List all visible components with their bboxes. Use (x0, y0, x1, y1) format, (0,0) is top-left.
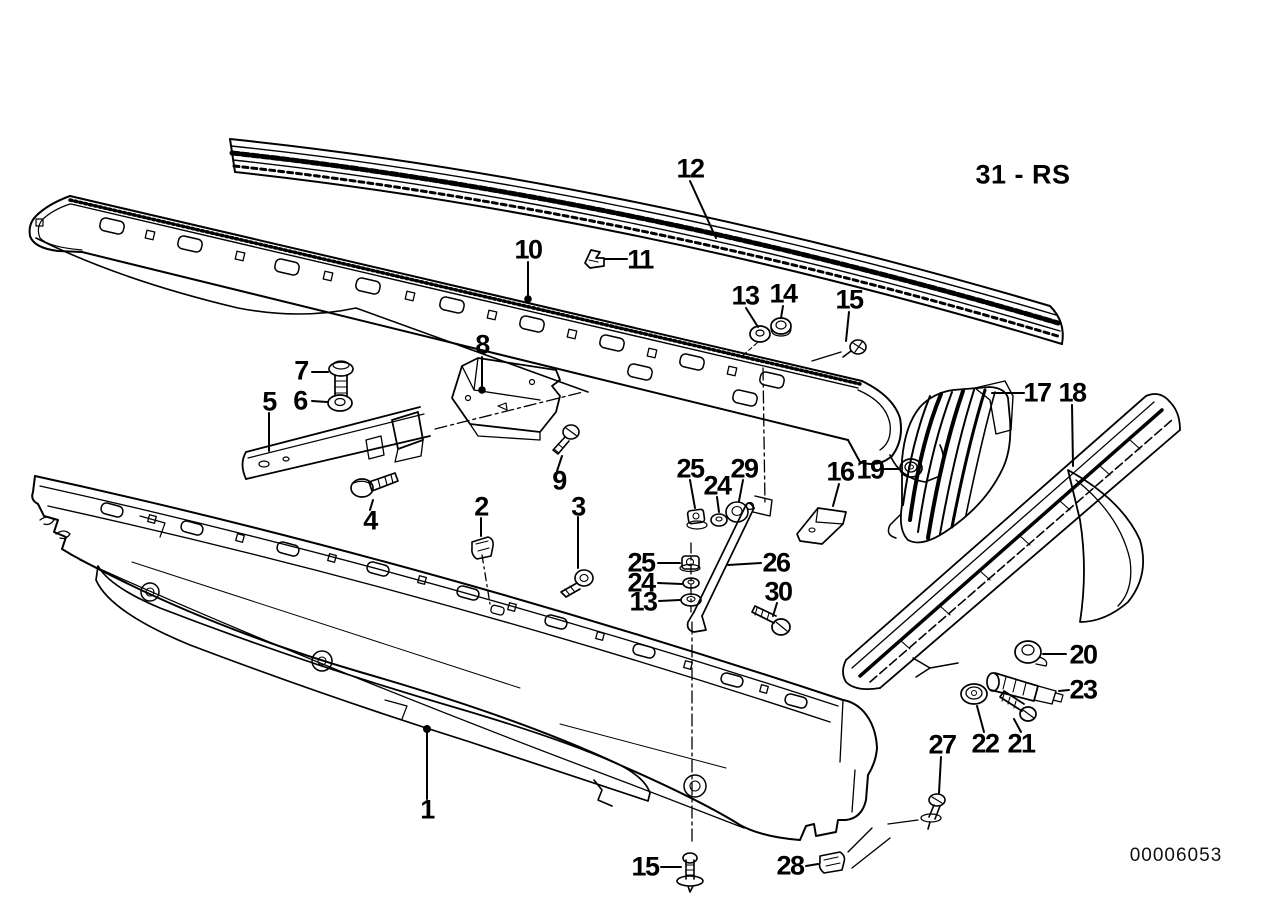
part-28-clip-drawing (818, 827, 891, 874)
part-29-ring-drawing (725, 501, 749, 523)
part-3-screw-drawing (560, 569, 594, 598)
part-2-clip-drawing (471, 536, 494, 560)
series-code-label: 31 - RS (975, 159, 1071, 190)
assembly-direction-marks (912, 657, 959, 678)
callout-25-upper[interactable]: 25 (676, 453, 705, 484)
callout-22[interactable]: 22 (971, 728, 1000, 759)
callout-10[interactable]: 10 (514, 234, 543, 265)
callout-7[interactable]: 7 (294, 355, 309, 386)
construction-lines (434, 367, 766, 846)
part-25-left-nut-drawing (679, 555, 701, 573)
part-13-washer-drawing (749, 325, 771, 343)
callout-27[interactable]: 27 (928, 729, 957, 760)
callout-17[interactable]: 17 (1023, 377, 1052, 408)
callout-11[interactable]: 11 (627, 244, 654, 275)
part-23-lamp-socket-drawing (986, 672, 1064, 705)
callout-18[interactable]: 18 (1058, 377, 1087, 408)
callout-14[interactable]: 14 (769, 278, 798, 309)
callout-8[interactable]: 8 (475, 329, 490, 360)
part-5-support-bar-drawing (241, 406, 431, 480)
part-8-bracket-drawing (451, 357, 561, 441)
part-10-carrier-bar-drawing (28, 195, 945, 483)
callout-28[interactable]: 28 (776, 850, 805, 881)
callout-15-bottom[interactable]: 15 (631, 851, 660, 882)
callout-26[interactable]: 26 (762, 547, 791, 578)
part-22-grommet-drawing (960, 683, 988, 705)
callout-30[interactable]: 30 (764, 576, 793, 607)
part-25-upper-nut-drawing (686, 508, 708, 530)
callout-29[interactable]: 29 (730, 453, 759, 484)
part-30-screw-drawing (751, 605, 791, 636)
part-27-screw-drawing (887, 793, 946, 830)
part-26-strut-drawing (686, 495, 773, 633)
part-4-bolt-drawing (350, 472, 399, 498)
callout-6[interactable]: 6 (293, 385, 308, 416)
part-20-grommet-drawing (1014, 640, 1048, 667)
part-17-end-piece-drawing (887, 380, 1014, 544)
part-6-washer-drawing (327, 394, 353, 412)
part-21-screw-drawing (999, 690, 1037, 722)
part-24-upper-washer-drawing (710, 513, 728, 527)
part-7-bolt-drawing (328, 360, 354, 397)
part-15-screw-bottom-drawing (676, 852, 704, 893)
callout-25-left[interactable]: 25 (627, 547, 656, 578)
callout-leader-lines (268, 180, 1074, 868)
callout-4[interactable]: 4 (363, 505, 378, 536)
part-12-trim-strip-drawing (229, 138, 1064, 345)
part-16-bracket-drawing (796, 507, 847, 545)
callout-19[interactable]: 19 (856, 454, 885, 485)
callout-1[interactable]: 1 (420, 794, 435, 825)
callout-16[interactable]: 16 (826, 456, 855, 487)
part-1-bumper-cover-drawing (31, 475, 878, 841)
callout-9[interactable]: 9 (552, 465, 567, 496)
callout-20[interactable]: 20 (1069, 639, 1098, 670)
part-9-screw-drawing (552, 424, 580, 455)
callout-24-left[interactable]: 24 (627, 567, 656, 598)
doc-number-label: 00006053 (1129, 845, 1223, 866)
part-15-screw-top-drawing (811, 339, 867, 362)
callout-23[interactable]: 23 (1069, 674, 1098, 705)
part-11-clip-drawing (584, 249, 605, 269)
callout-13-top[interactable]: 13 (731, 280, 760, 311)
callout-2[interactable]: 2 (474, 491, 489, 522)
callout-12[interactable]: 12 (676, 153, 705, 184)
callout-5[interactable]: 5 (262, 386, 277, 417)
callout-13-left[interactable]: 13 (629, 586, 658, 617)
callout-3[interactable]: 3 (571, 491, 586, 522)
callout-15-top[interactable]: 15 (835, 284, 864, 315)
part-18-side-section-drawing (842, 393, 1181, 691)
callout-24-upper[interactable]: 24 (703, 470, 732, 501)
callout-21[interactable]: 21 (1007, 728, 1036, 759)
part-14-nut-drawing (740, 317, 792, 358)
